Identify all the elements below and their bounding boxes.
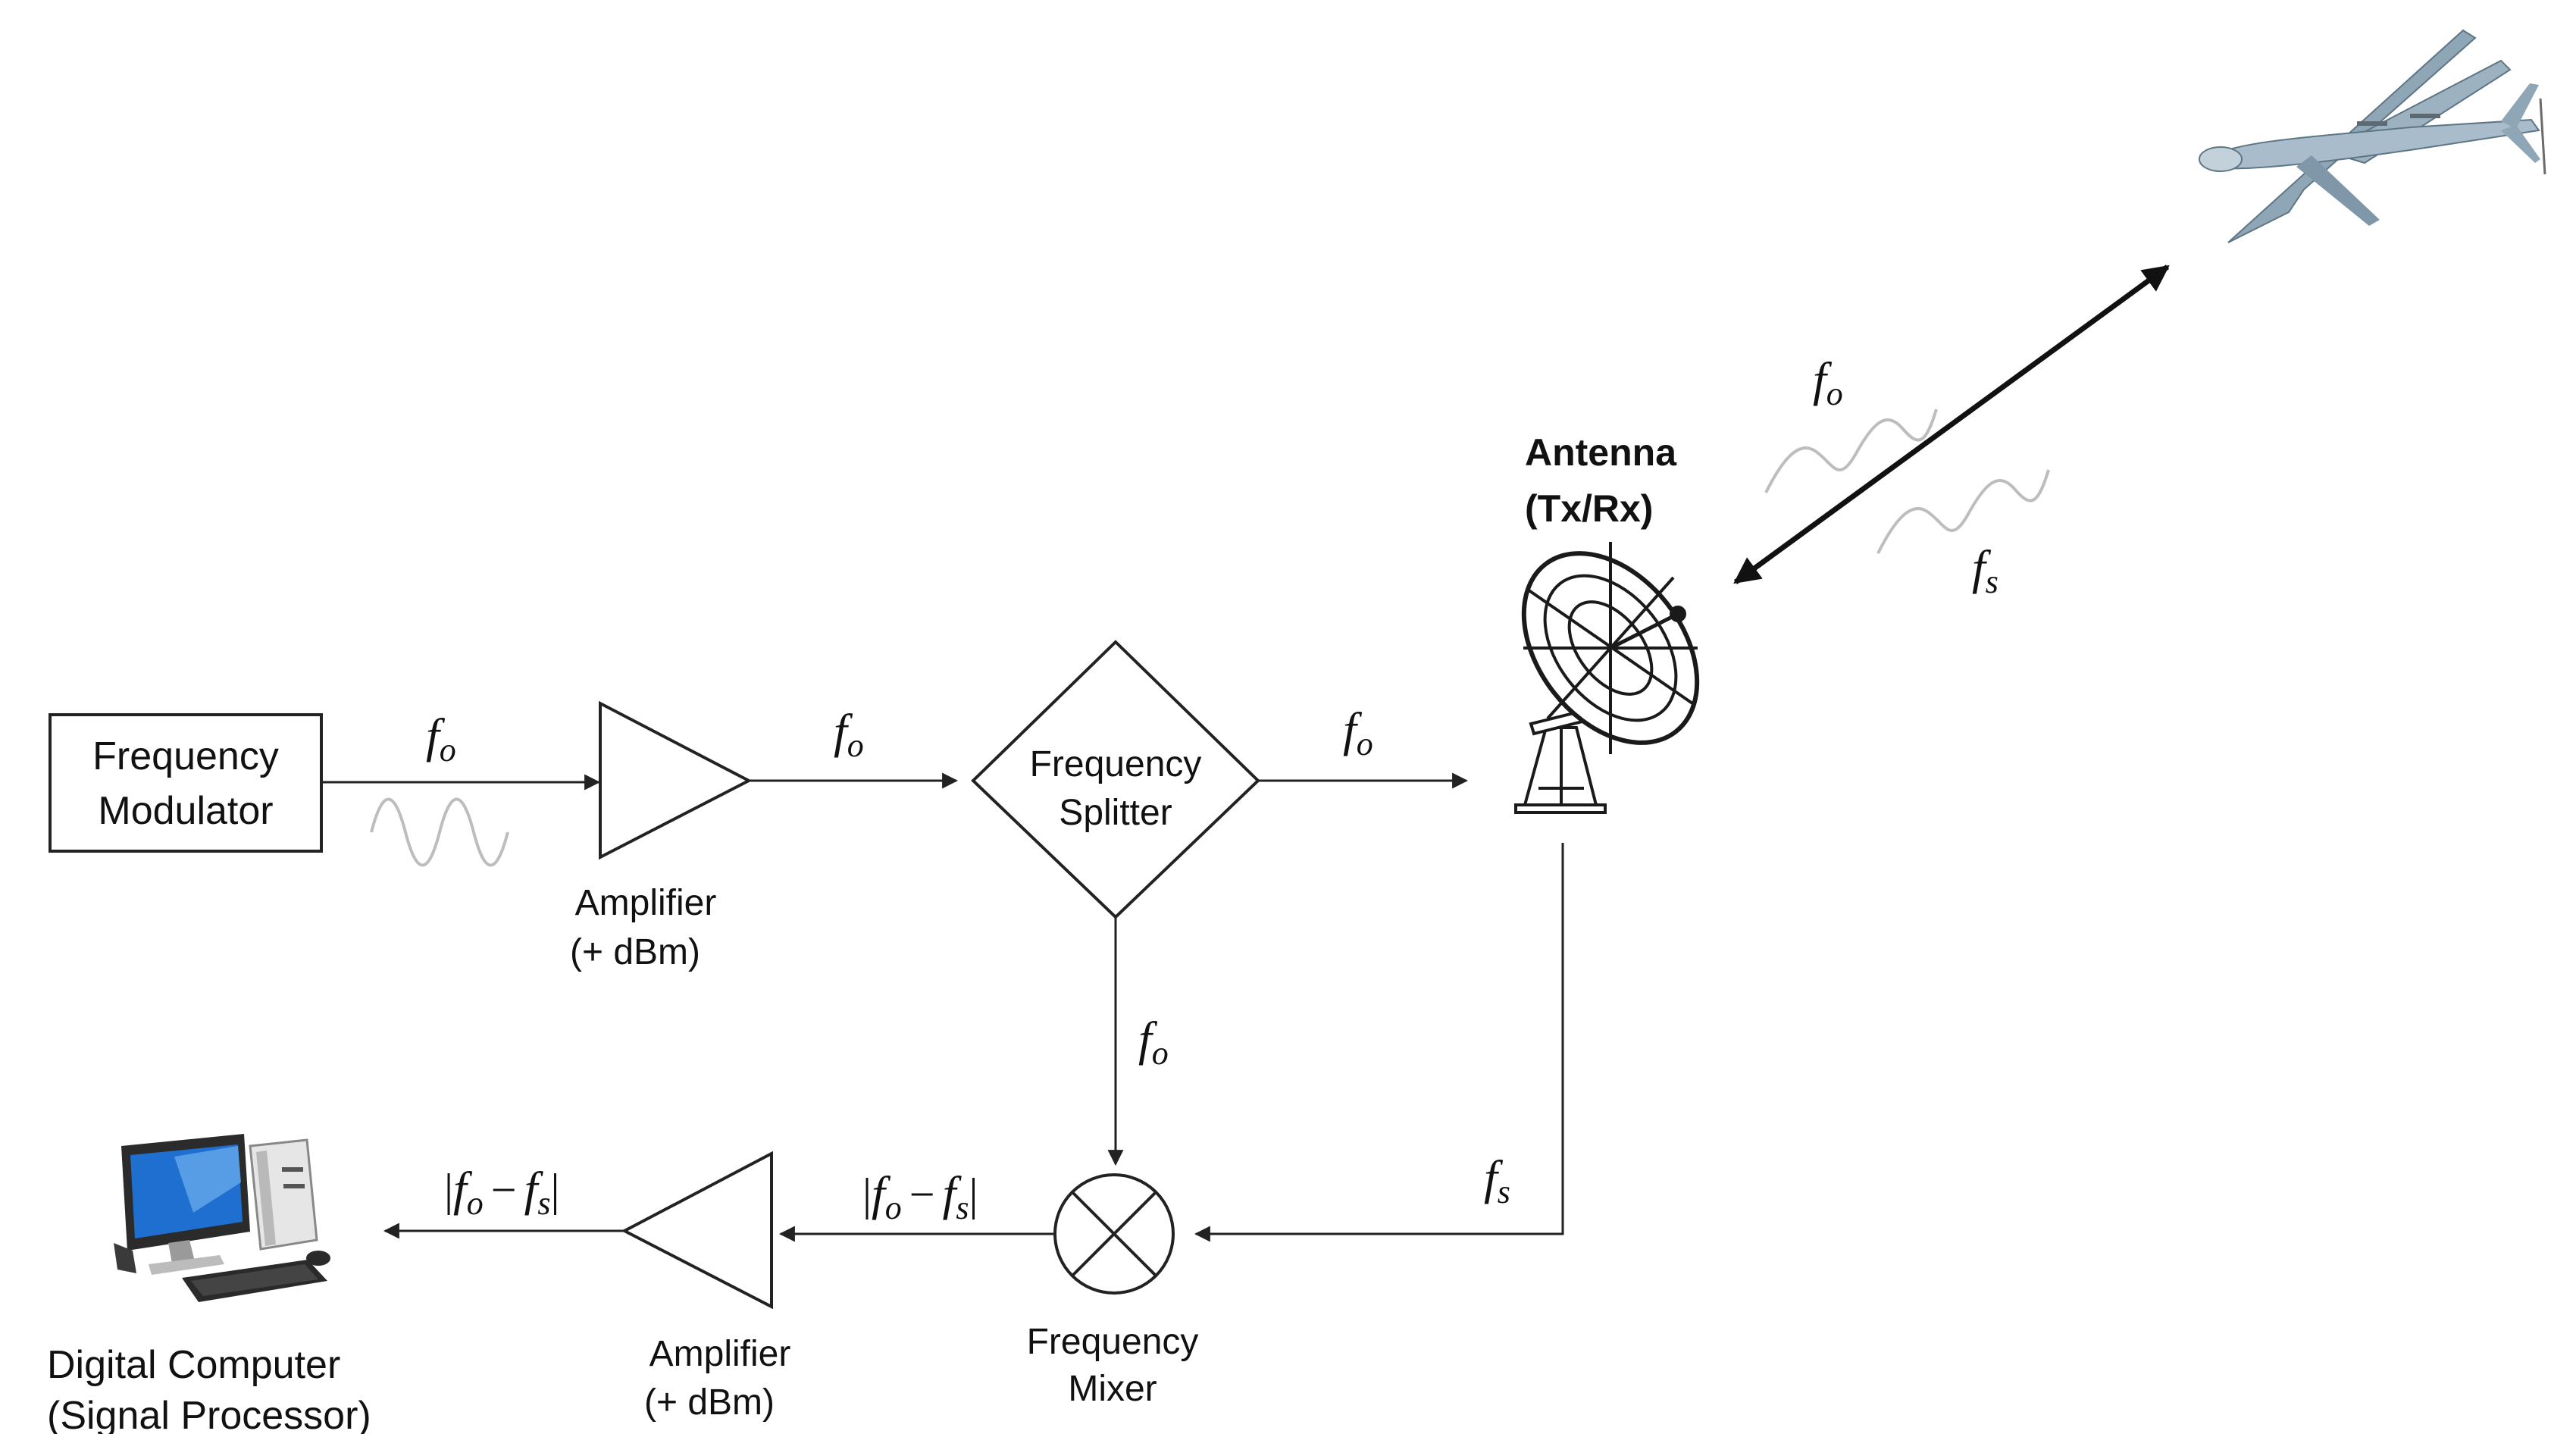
signal-fo-label: fo	[1813, 352, 1843, 412]
signal-fs-label: fs	[1484, 1151, 1510, 1210]
digital-computer-block: Digital Computer (Signal Processor)	[47, 1134, 371, 1434]
mixer-cross-icon	[1071, 1191, 1157, 1277]
signal-difference-label: |fo−fs|	[862, 1166, 978, 1226]
satellite-dish-icon	[1514, 542, 1700, 814]
amplifier-rx-triangle	[621, 1151, 773, 1310]
amplifier-rx-label-line1: Amplifier	[649, 1334, 791, 1374]
wire-antenna-to-mixer	[1194, 843, 1564, 1242]
signal-fo-label: fo	[426, 709, 456, 769]
splitter-label-line2: Splitter	[1059, 793, 1172, 833]
signal-fo-label: fo	[1138, 1012, 1169, 1072]
signal-fs-label: fs	[1972, 540, 1999, 600]
amplifier-tx-label-line1: Amplifier	[575, 883, 717, 923]
modulator-label-line1: Frequency	[92, 734, 279, 778]
antenna-label-line2: (Tx/Rx)	[1525, 487, 1653, 530]
frequency-mixer-block: Frequency Mixer	[1027, 1173, 1199, 1409]
amplifier-tx-block: Amplifier (+ dBm)	[570, 700, 753, 972]
signal-fo-label: fo	[834, 704, 864, 764]
amplifier-triangle	[599, 700, 753, 860]
frequency-splitter-block: Frequency Splitter	[971, 640, 1260, 919]
desktop-computer-icon	[114, 1134, 330, 1302]
signal-fo-label: fo	[1343, 703, 1373, 762]
amplifier-rx-label-line2: (+ dBm)	[644, 1382, 775, 1423]
modulator-box	[49, 713, 323, 853]
return-wave-icon	[1876, 469, 2050, 554]
sine-wave-icon	[370, 797, 509, 867]
amplifier-rx-block: Amplifier (+ dBm)	[621, 1151, 791, 1423]
signal-difference-label: |fo−fs|	[444, 1162, 560, 1222]
amplifier-tx-label-line2: (+ dBm)	[570, 932, 700, 972]
antenna-block: Antenna (Tx/Rx)	[1514, 431, 1700, 814]
transmit-wave-icon	[1764, 409, 1938, 493]
radar-link-double-arrow	[1733, 265, 2170, 584]
splitter-label-line1: Frequency	[1030, 744, 1202, 784]
mixer-label-line2: Mixer	[1068, 1369, 1157, 1409]
mixer-label-line1: Frequency	[1027, 1322, 1199, 1362]
frequency-modulator-block: Frequency Modulator	[49, 713, 323, 853]
drone-icon	[2199, 29, 2546, 243]
antenna-label-line1: Antenna	[1525, 431, 1677, 474]
computer-label-line2: (Signal Processor)	[47, 1394, 371, 1434]
modulator-label-line2: Modulator	[98, 789, 273, 833]
computer-label-line1: Digital Computer	[47, 1343, 340, 1387]
